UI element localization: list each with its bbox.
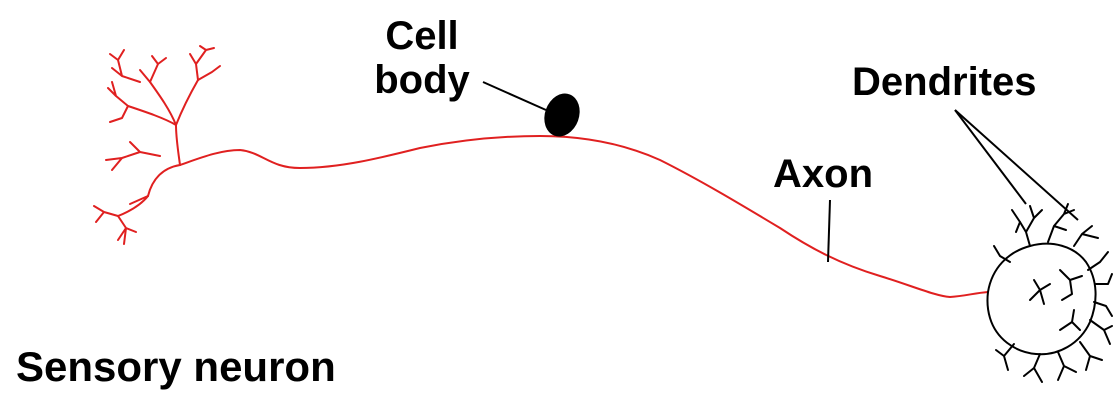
cell-body-label-line2: body	[352, 58, 492, 102]
axon-label: Axon	[773, 154, 873, 194]
dendrites-leader-line-1	[955, 110, 1026, 204]
axon-leader-line	[828, 200, 830, 262]
cell-body-shape	[539, 89, 586, 142]
cell-body-label: Cell body	[352, 14, 492, 102]
dendrites-label: Dendrites	[852, 62, 1037, 102]
dendrites-leader-line-2	[955, 110, 1078, 220]
right-dendrite-tree	[987, 204, 1112, 382]
diagram-title: Sensory neuron	[16, 346, 336, 388]
left-dendrite-tree	[94, 46, 220, 244]
cell-body-leader-line	[483, 82, 546, 110]
cell-body-label-line1: Cell	[352, 14, 492, 58]
